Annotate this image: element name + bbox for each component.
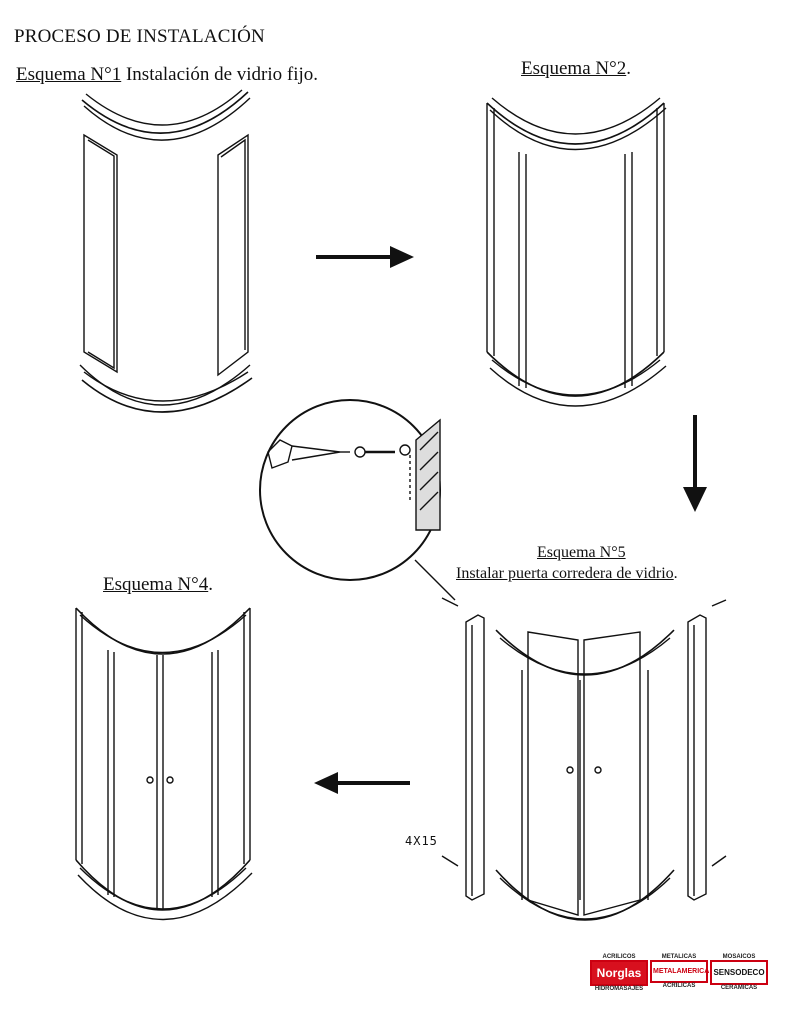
step-1-caption: Esquema N°1 Instalación de vidrio fijo. [16,64,318,86]
step-5-suffix: . [673,565,678,582]
brand-3-bottom: CERAMICAS [720,985,758,991]
step-4-caption: Esquema N°4. [103,574,213,596]
step-4-suffix: . [208,574,213,595]
arrow-right-1 [316,246,414,268]
step-4-label: Esquema N°4 [103,574,209,595]
step-5-label: Esquema N°5 [537,544,626,561]
brand-1-name: Norglas [590,960,648,986]
step-1-label: Esquema N°1 [16,64,122,85]
page-title: PROCESO DE INSTALACIÓN [14,26,265,47]
brand-3-top: MOSAICOS [722,954,756,960]
step-5-text: Instalar puerta corredera de vidrio [456,565,674,582]
brand-logo-metalamerica: METALICAS METALAMERICA ACRILICAS [650,954,709,989]
scheme-5-diagram [441,597,727,921]
brand-3-name: SENSODECO [710,960,768,985]
arrow-left-1 [314,772,410,794]
brand-logo-sensodeco: MOSAICOS SENSODECO CERAMICAS [710,954,768,991]
screw-detail-magnifier [259,399,456,601]
step-5-caption: Instalar puerta corredera de vidrio. [456,565,678,583]
scheme-1-diagram [79,89,253,413]
step-2-caption: Esquema N°2. [521,58,631,80]
brand-logo-norglas: ACRILICOS Norglas HIDROMASAJES [590,954,648,992]
brand-1-bottom: HIDROMASAJES [594,986,644,992]
scheme-4-diagram [75,607,253,921]
brand-2-bottom: ACRILICAS [662,983,696,989]
step-1-text: Instalación de vidrio fijo. [121,64,319,85]
step-2-suffix: . [626,58,631,79]
screw-size-label: 4X15 [405,834,438,848]
brand-1-top: ACRILICOS [602,954,636,960]
step-2-label: Esquema N°2 [521,58,627,79]
scheme-2-diagram [486,97,667,407]
arrow-down-1 [683,415,707,512]
brand-2-name: METALAMERICA [650,960,709,983]
brand-2-top: METALICAS [661,954,697,960]
